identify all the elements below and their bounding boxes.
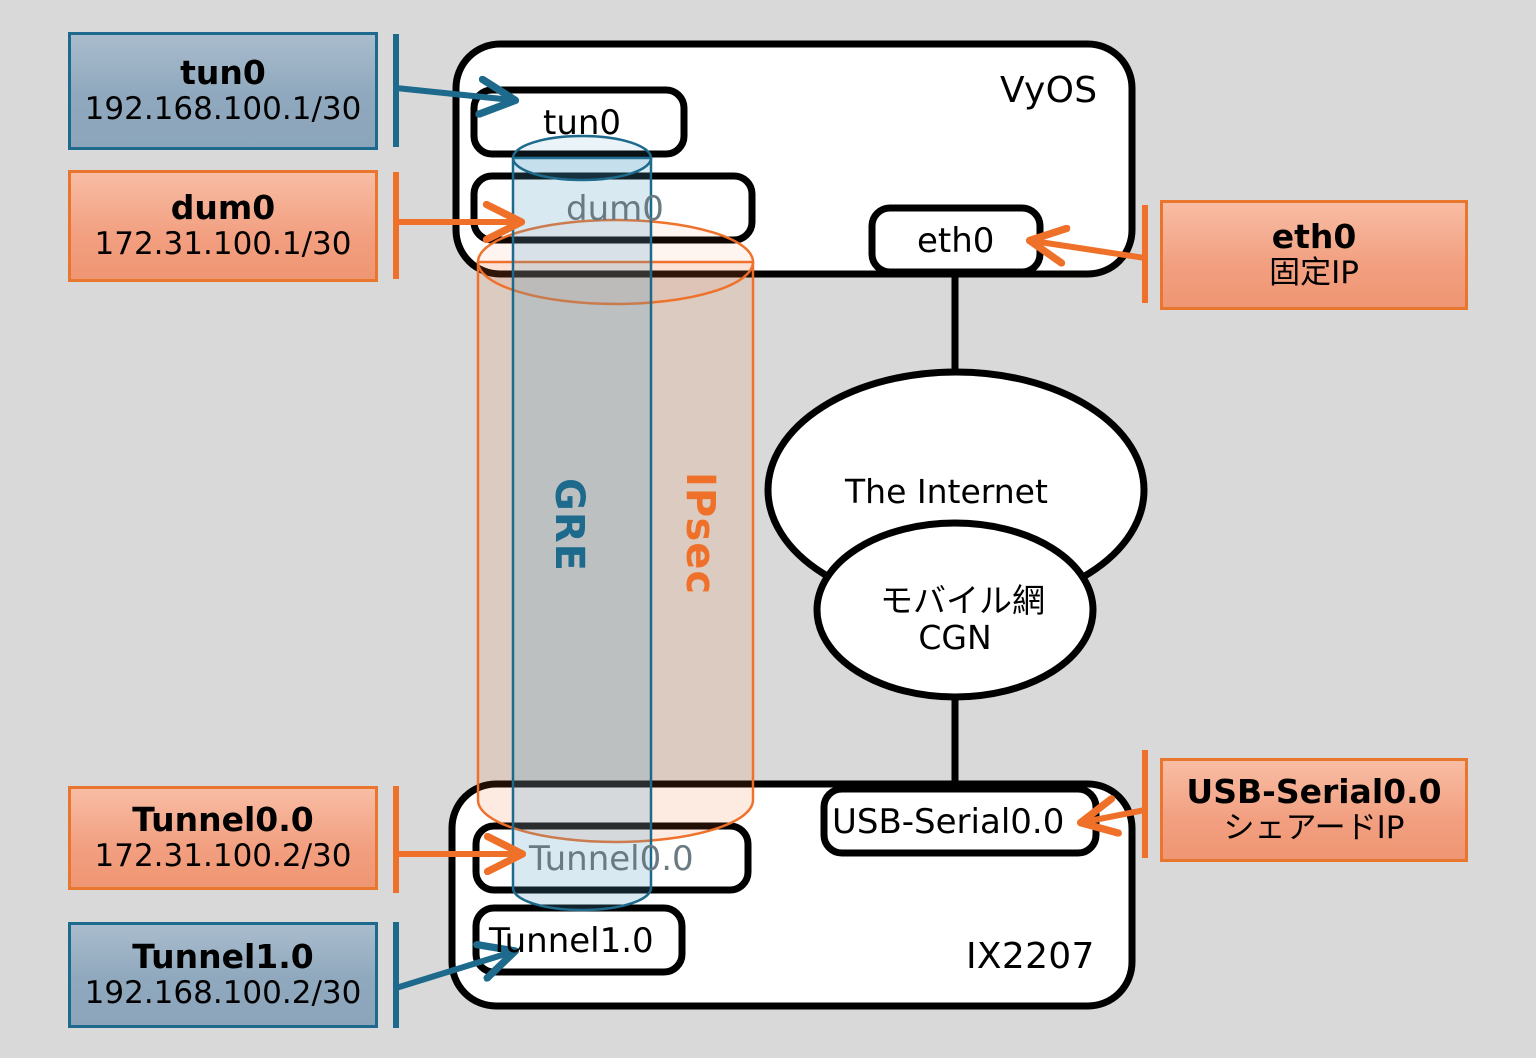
leader-dum0 <box>393 172 518 279</box>
tunnel-label-ipsec: IPsec <box>677 472 723 596</box>
iface-label-eth0: eth0 <box>917 221 995 261</box>
iface-label-tunnel0: Tunnel0.0 <box>529 839 694 879</box>
callout-usb-serial0: USB-Serial0.0 シェアードIP <box>1160 758 1468 862</box>
callout-tun0-title: tun0 <box>180 53 266 93</box>
callout-usb-serial0-title: USB-Serial0.0 <box>1186 772 1442 812</box>
callout-dum0-sub: 172.31.100.1/30 <box>94 226 352 263</box>
callout-tunnel1-sub: 192.168.100.2/30 <box>84 975 362 1012</box>
cloud-label-mobile: モバイル網 <box>880 581 1045 620</box>
leader-tun0 <box>393 34 512 147</box>
iface-pill-tunnel1[interactable] <box>472 904 686 976</box>
iface-pill-tunnel0[interactable] <box>472 822 752 894</box>
iface-label-usb-serial0: USB-Serial0.0 <box>832 802 1065 842</box>
callout-usb-serial0-sub: シェアードIP <box>1223 810 1405 847</box>
iface-pill-tun0[interactable] <box>470 86 688 158</box>
callout-tunnel1-title: Tunnel1.0 <box>132 937 314 977</box>
callout-tunnel0: Tunnel0.0 172.31.100.2/30 <box>68 786 378 890</box>
callout-tunnel0-sub: 172.31.100.2/30 <box>94 838 352 875</box>
cloud-label-internet: The Internet <box>845 472 1048 511</box>
iface-label-tun0: tun0 <box>543 103 622 143</box>
callout-tunnel1: Tunnel1.0 192.168.100.2/30 <box>68 922 378 1028</box>
callout-eth0: eth0 固定IP <box>1160 200 1468 310</box>
device-title-ix2207: IX2207 <box>966 936 1095 977</box>
tunnel-label-gre: GRE <box>546 478 592 572</box>
leader-eth0 <box>1033 205 1148 303</box>
callout-eth0-sub: 固定IP <box>1269 255 1359 292</box>
callout-tun0-sub: 192.168.100.1/30 <box>84 91 362 128</box>
device-title-vyos: VyOS <box>1000 70 1098 111</box>
callout-eth0-title: eth0 <box>1271 217 1357 257</box>
leader-tunnel1 <box>393 922 512 1028</box>
leader-usb-serial0 <box>1084 750 1148 858</box>
leader-tunnel0 <box>393 786 519 893</box>
iface-label-dum0: dum0 <box>566 189 664 229</box>
ipsec-cylinder <box>476 218 755 844</box>
mobile-cgn-cloud <box>813 519 1097 701</box>
iface-label-tunnel1: Tunnel1.0 <box>489 921 654 961</box>
callout-dum0: dum0 172.31.100.1/30 <box>68 170 378 282</box>
gre-cylinder <box>511 134 653 912</box>
callout-tunnel0-title: Tunnel0.0 <box>132 800 314 840</box>
cloud-label-cgn: CGN <box>918 618 992 657</box>
callout-tun0: tun0 192.168.100.1/30 <box>68 32 378 150</box>
callout-dum0-title: dum0 <box>170 188 276 228</box>
